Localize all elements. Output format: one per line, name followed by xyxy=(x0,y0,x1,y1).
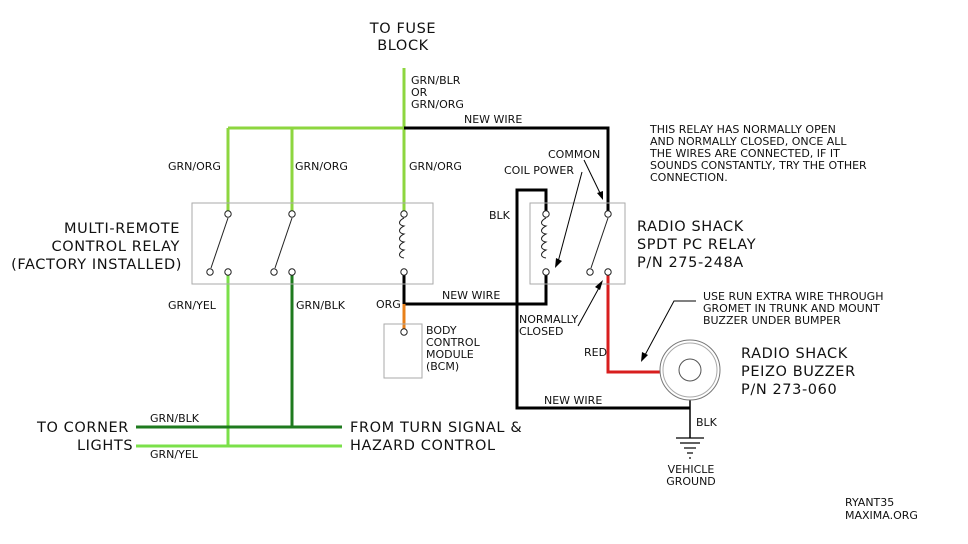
terminal xyxy=(224,210,232,218)
buzzer-label-1: RADIO SHACK xyxy=(741,346,848,362)
coil-icon xyxy=(541,217,548,259)
coil-power-arrow xyxy=(557,171,583,263)
terminal xyxy=(542,268,550,276)
bcm-label-3: MODULE xyxy=(426,348,474,361)
relay-note-line: THE WIRES ARE CONNECTED, IF IT xyxy=(649,147,840,160)
terminal xyxy=(206,268,214,276)
turn-signal-label-2: HAZARD CONTROL xyxy=(350,438,496,454)
terminal xyxy=(586,268,594,276)
switch-blade xyxy=(210,217,229,269)
buzzer-label-2: PEIZO BUZZER xyxy=(741,364,856,380)
multi-remote-label-1: MULTI-REMOTE xyxy=(64,221,180,237)
normally-closed-arrow xyxy=(577,285,601,327)
fuse-wire-label-1: GRN/BLR xyxy=(411,74,461,87)
buzzer-icon xyxy=(659,339,721,401)
coil-icon xyxy=(399,217,406,259)
grn-yel-label: GRN/YEL xyxy=(168,299,217,312)
grn-org-label-1: GRN/ORG xyxy=(168,160,221,173)
relay-note-line: SOUNDS CONSTANTLY, TRY THE OTHER xyxy=(650,159,867,172)
fuse-wire-label-2: OR xyxy=(411,86,428,99)
terminal xyxy=(400,328,408,336)
new-wire-label-top: NEW WIRE xyxy=(464,113,522,126)
ground-label-1: VEHICLE xyxy=(668,463,715,476)
red-label: RED xyxy=(584,346,607,359)
bcm-label-4: (BCM) xyxy=(426,360,459,373)
terminal xyxy=(604,268,612,276)
blk-label-ground: BLK xyxy=(696,416,718,429)
buzzer-note-line: BUZZER UNDER BUMPER xyxy=(703,314,841,327)
bcm-label-2: CONTROL xyxy=(426,336,481,349)
relay-label-3: P/N 275-248A xyxy=(637,255,744,271)
relay-note-line: CONNECTION. xyxy=(650,171,728,184)
turn-signal-label-1: FROM TURN SIGNAL & xyxy=(350,420,522,436)
new-wire-label-mid: NEW WIRE xyxy=(442,289,500,302)
relay-label-2: SPDT PC RELAY xyxy=(637,237,756,253)
buzzer-note-arrow xyxy=(644,300,696,356)
spdt-relay-box xyxy=(529,202,626,285)
terminal xyxy=(604,210,612,218)
coil-power-label: COIL POWER xyxy=(504,164,574,177)
credit-label-2: MAXIMA.ORG xyxy=(845,509,918,522)
terminal xyxy=(542,210,550,218)
relay-note-line: AND NORMALLY CLOSED, ONCE ALL xyxy=(650,135,847,148)
buzzer-note: USE RUN EXTRA WIRE THROUGH GROMET IN TRU… xyxy=(703,290,883,327)
spdt-relay-internals xyxy=(541,210,612,276)
terminal xyxy=(400,210,408,218)
relay-note-line: THIS RELAY HAS NORMALLY OPEN xyxy=(649,123,836,136)
blk-label-relay: BLK xyxy=(489,209,511,222)
terminal xyxy=(224,268,232,276)
fuse-wire-label-3: GRN/ORG xyxy=(411,98,464,111)
corner-label-2: LIGHTS xyxy=(77,438,133,454)
terminal xyxy=(288,210,296,218)
grn-yel-bus-label: GRN/YEL xyxy=(150,448,199,461)
terminal xyxy=(400,268,408,276)
ground-label-2: GROUND xyxy=(666,475,716,488)
bcm-label-1: BODY xyxy=(426,324,457,337)
corner-label-1: TO CORNER xyxy=(36,420,129,436)
grn-org-label-2: GRN/ORG xyxy=(295,160,348,173)
common-label: COMMON xyxy=(548,148,600,161)
multi-remote-label-3: (FACTORY INSTALLED) xyxy=(11,257,182,273)
new-wire-label-bottom: NEW WIRE xyxy=(544,394,602,407)
multi-remote-label-2: CONTROL RELAY xyxy=(51,239,180,255)
pointer-arrows xyxy=(555,159,696,362)
common-arrow xyxy=(583,159,601,194)
relay-note: THIS RELAY HAS NORMALLY OPEN AND NORMALL… xyxy=(649,123,867,184)
new-wire-common xyxy=(404,126,610,212)
normally-closed-label-1: NORMALLY xyxy=(519,313,578,326)
buzzer-note-line: GROMET IN TRUNK AND MOUNT xyxy=(703,302,880,315)
ground-icon xyxy=(676,437,704,459)
terminal xyxy=(270,268,278,276)
fuse-block-label-2: BLOCK xyxy=(377,38,429,54)
blk-coil-wire xyxy=(515,188,690,410)
credit-label-1: RYANT35 xyxy=(845,496,894,509)
multi-remote-relay-box xyxy=(191,202,434,285)
wires xyxy=(136,68,691,448)
buzzer-label-3: P/N 273-060 xyxy=(741,382,837,398)
buzzer-note-line: USE RUN EXTRA WIRE THROUGH xyxy=(703,290,883,303)
normally-closed-label-2: CLOSED xyxy=(519,325,563,338)
relay-label-1: RADIO SHACK xyxy=(637,219,744,235)
grn-org-label-3: GRN/ORG xyxy=(409,160,462,173)
grn-blk-bus-label: GRN/BLK xyxy=(150,412,200,425)
org-label: ORG xyxy=(376,298,401,311)
new-wire-org xyxy=(402,274,548,306)
fuse-block-label-1: TO FUSE xyxy=(369,21,436,37)
switch-blade xyxy=(590,217,609,269)
terminal xyxy=(288,268,296,276)
grn-blk-label: GRN/BLK xyxy=(296,299,346,312)
red-wire xyxy=(606,274,662,374)
switch-blade xyxy=(274,217,293,269)
multi-remote-switches xyxy=(206,210,408,276)
bcm-box xyxy=(383,323,423,379)
